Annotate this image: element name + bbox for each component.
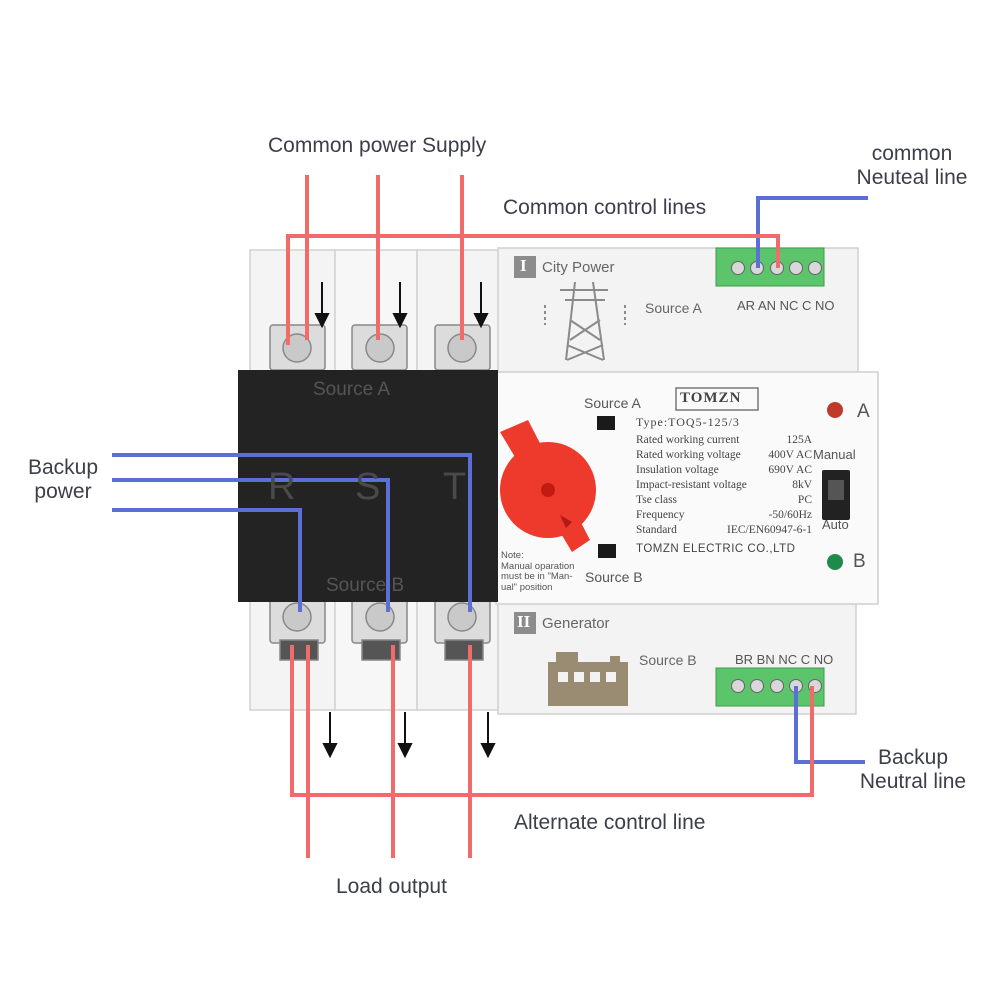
spec-row: Frequency -50/60Hz — [636, 509, 812, 524]
spec-name: Insulation voltage — [636, 464, 719, 476]
spec-name: Rated working current — [636, 434, 740, 446]
indicator-a-label: A — [857, 401, 870, 422]
source-b-window — [598, 544, 616, 558]
top-source-a-label: Source A — [645, 300, 702, 316]
spec-name: Standard — [636, 524, 677, 536]
brand-badge — [675, 387, 759, 411]
backup-power-label: Backup power — [27, 456, 99, 504]
power-tower-icon — [544, 281, 626, 361]
window-source-b-label: Source B — [585, 569, 643, 585]
top-control-terminal-block — [715, 247, 825, 287]
source-a-window — [597, 416, 615, 430]
spec-value: 400V AC — [768, 449, 812, 461]
generator-icon — [548, 652, 628, 706]
common-neutral-line-label: common Neuteal line — [856, 142, 968, 190]
phase-r-label: R — [268, 466, 296, 508]
spec-value: 690V AC — [768, 464, 812, 476]
section-ii-badge — [514, 612, 536, 634]
spec-row: Standard IEC/EN60947-6-1 — [636, 524, 812, 539]
section-i-badge — [514, 256, 536, 278]
indicator-b-label: B — [853, 551, 866, 572]
flow-arrows — [314, 282, 496, 759]
spec-row: Insulation voltage 690V AC — [636, 464, 812, 479]
window-source-a-label: Source A — [584, 395, 641, 411]
spec-value: 8kV — [792, 479, 812, 491]
top-terminal-screws — [269, 324, 491, 371]
spec-row: Rated working current 125A — [636, 434, 812, 449]
brand-text: TOMZN — [680, 390, 742, 406]
manufacturer-text: TOMZN ELECTRIC CO.,LTD — [636, 543, 796, 555]
bottom-terminal-codes: BR BN NC C NO — [735, 652, 834, 667]
selector-knob[interactable] — [500, 420, 596, 552]
spec-name: Frequency — [636, 509, 685, 521]
city-power-title: City Power — [542, 259, 615, 276]
common-control-lines-label: Common control lines — [503, 196, 707, 219]
manual-auto-switch[interactable] — [822, 470, 850, 520]
block-source-b-label: Source B — [326, 575, 405, 596]
switch-auto-label: Auto — [822, 517, 849, 532]
black-contact-block — [238, 370, 498, 602]
note-line: ual" position — [501, 581, 553, 593]
common-power-supply-label: Common power Supply — [268, 134, 487, 157]
spec-row: Rated working voltage 400V AC — [636, 449, 812, 464]
section-i-numeral: I — [520, 256, 527, 275]
red-live-wires — [286, 175, 814, 858]
spec-value: PC — [797, 494, 812, 506]
indicator-lamp-b — [827, 554, 843, 570]
bottom-terminal-screws — [269, 597, 491, 661]
spec-row: Impact-resistant voltage 8kV — [636, 479, 812, 494]
alternate-control-line-label: Alternate control line — [514, 811, 706, 834]
spec-name: Tse class — [636, 494, 678, 506]
phase-t-label: T — [443, 466, 467, 508]
section-ii-numeral: II — [517, 612, 531, 631]
spec-value: 125A — [786, 434, 812, 446]
spec-value: IEC/EN60947-6-1 — [727, 524, 812, 536]
spec-value: -50/60Hz — [768, 509, 812, 521]
spec-row: Tse class PC — [636, 494, 812, 509]
indicator-lamp-a — [827, 402, 843, 418]
bottom-source-b-label: Source B — [639, 652, 697, 668]
block-source-a-label: Source A — [313, 379, 391, 400]
spec-name: Rated working voltage — [636, 449, 741, 461]
spec-table: Rated working current 125A Rated working … — [636, 434, 812, 539]
load-output-label: Load output — [336, 875, 447, 898]
note-line: must be in "Man- — [501, 571, 573, 582]
backup-neutral-line-label: Backup Neutral line — [859, 746, 967, 794]
type-line: Type:TOQ5-125/3 — [636, 415, 740, 429]
blue-neutral-wires — [112, 196, 868, 764]
switch-manual-label: Manual — [813, 447, 856, 462]
phase-s-label: S — [355, 466, 381, 508]
spec-name: Impact-resistant voltage — [636, 479, 747, 491]
note-text: Note: Manual oparation must be in "Man- … — [501, 550, 575, 593]
top-terminal-codes: AR AN NC C NO — [737, 298, 835, 313]
generator-title: Generator — [542, 615, 610, 632]
note-line: Note: — [501, 550, 524, 561]
bottom-control-terminal-block — [715, 667, 825, 707]
note-line: Manual oparation — [501, 560, 575, 572]
